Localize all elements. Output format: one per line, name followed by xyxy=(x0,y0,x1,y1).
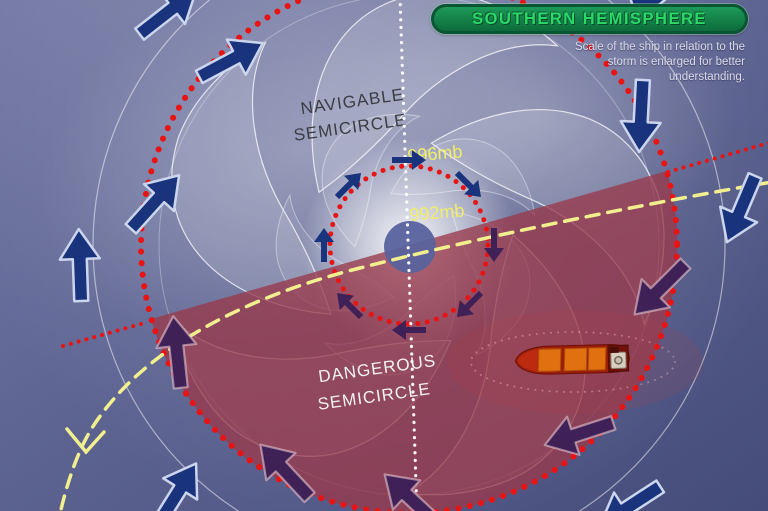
storm-track-line xyxy=(398,0,419,511)
outer-isobar-circle xyxy=(138,0,680,511)
ship-course xyxy=(58,180,768,511)
semicircle-divider-line xyxy=(61,320,150,348)
storm-eye xyxy=(384,221,436,273)
isobar-label-992: 992mb xyxy=(409,200,466,225)
ship-range-ellipse xyxy=(470,331,676,393)
dangerous-semicircle-overlay xyxy=(151,171,678,511)
inner-isobar-circle xyxy=(327,163,491,327)
storm-ring xyxy=(92,0,726,511)
semicircle-divider-line xyxy=(666,141,768,174)
isobar-circles xyxy=(61,0,768,511)
hemisphere-badge-label: SOUTHERN HEMISPHERE xyxy=(472,10,707,28)
hemisphere-badge: SOUTHERN HEMISPHERE xyxy=(431,4,748,34)
ship-icon xyxy=(514,343,630,375)
scale-note: Scale of the ship in relation to the sto… xyxy=(574,41,745,83)
ship-course-path xyxy=(58,180,768,511)
ship-course-arrowhead xyxy=(65,427,106,455)
